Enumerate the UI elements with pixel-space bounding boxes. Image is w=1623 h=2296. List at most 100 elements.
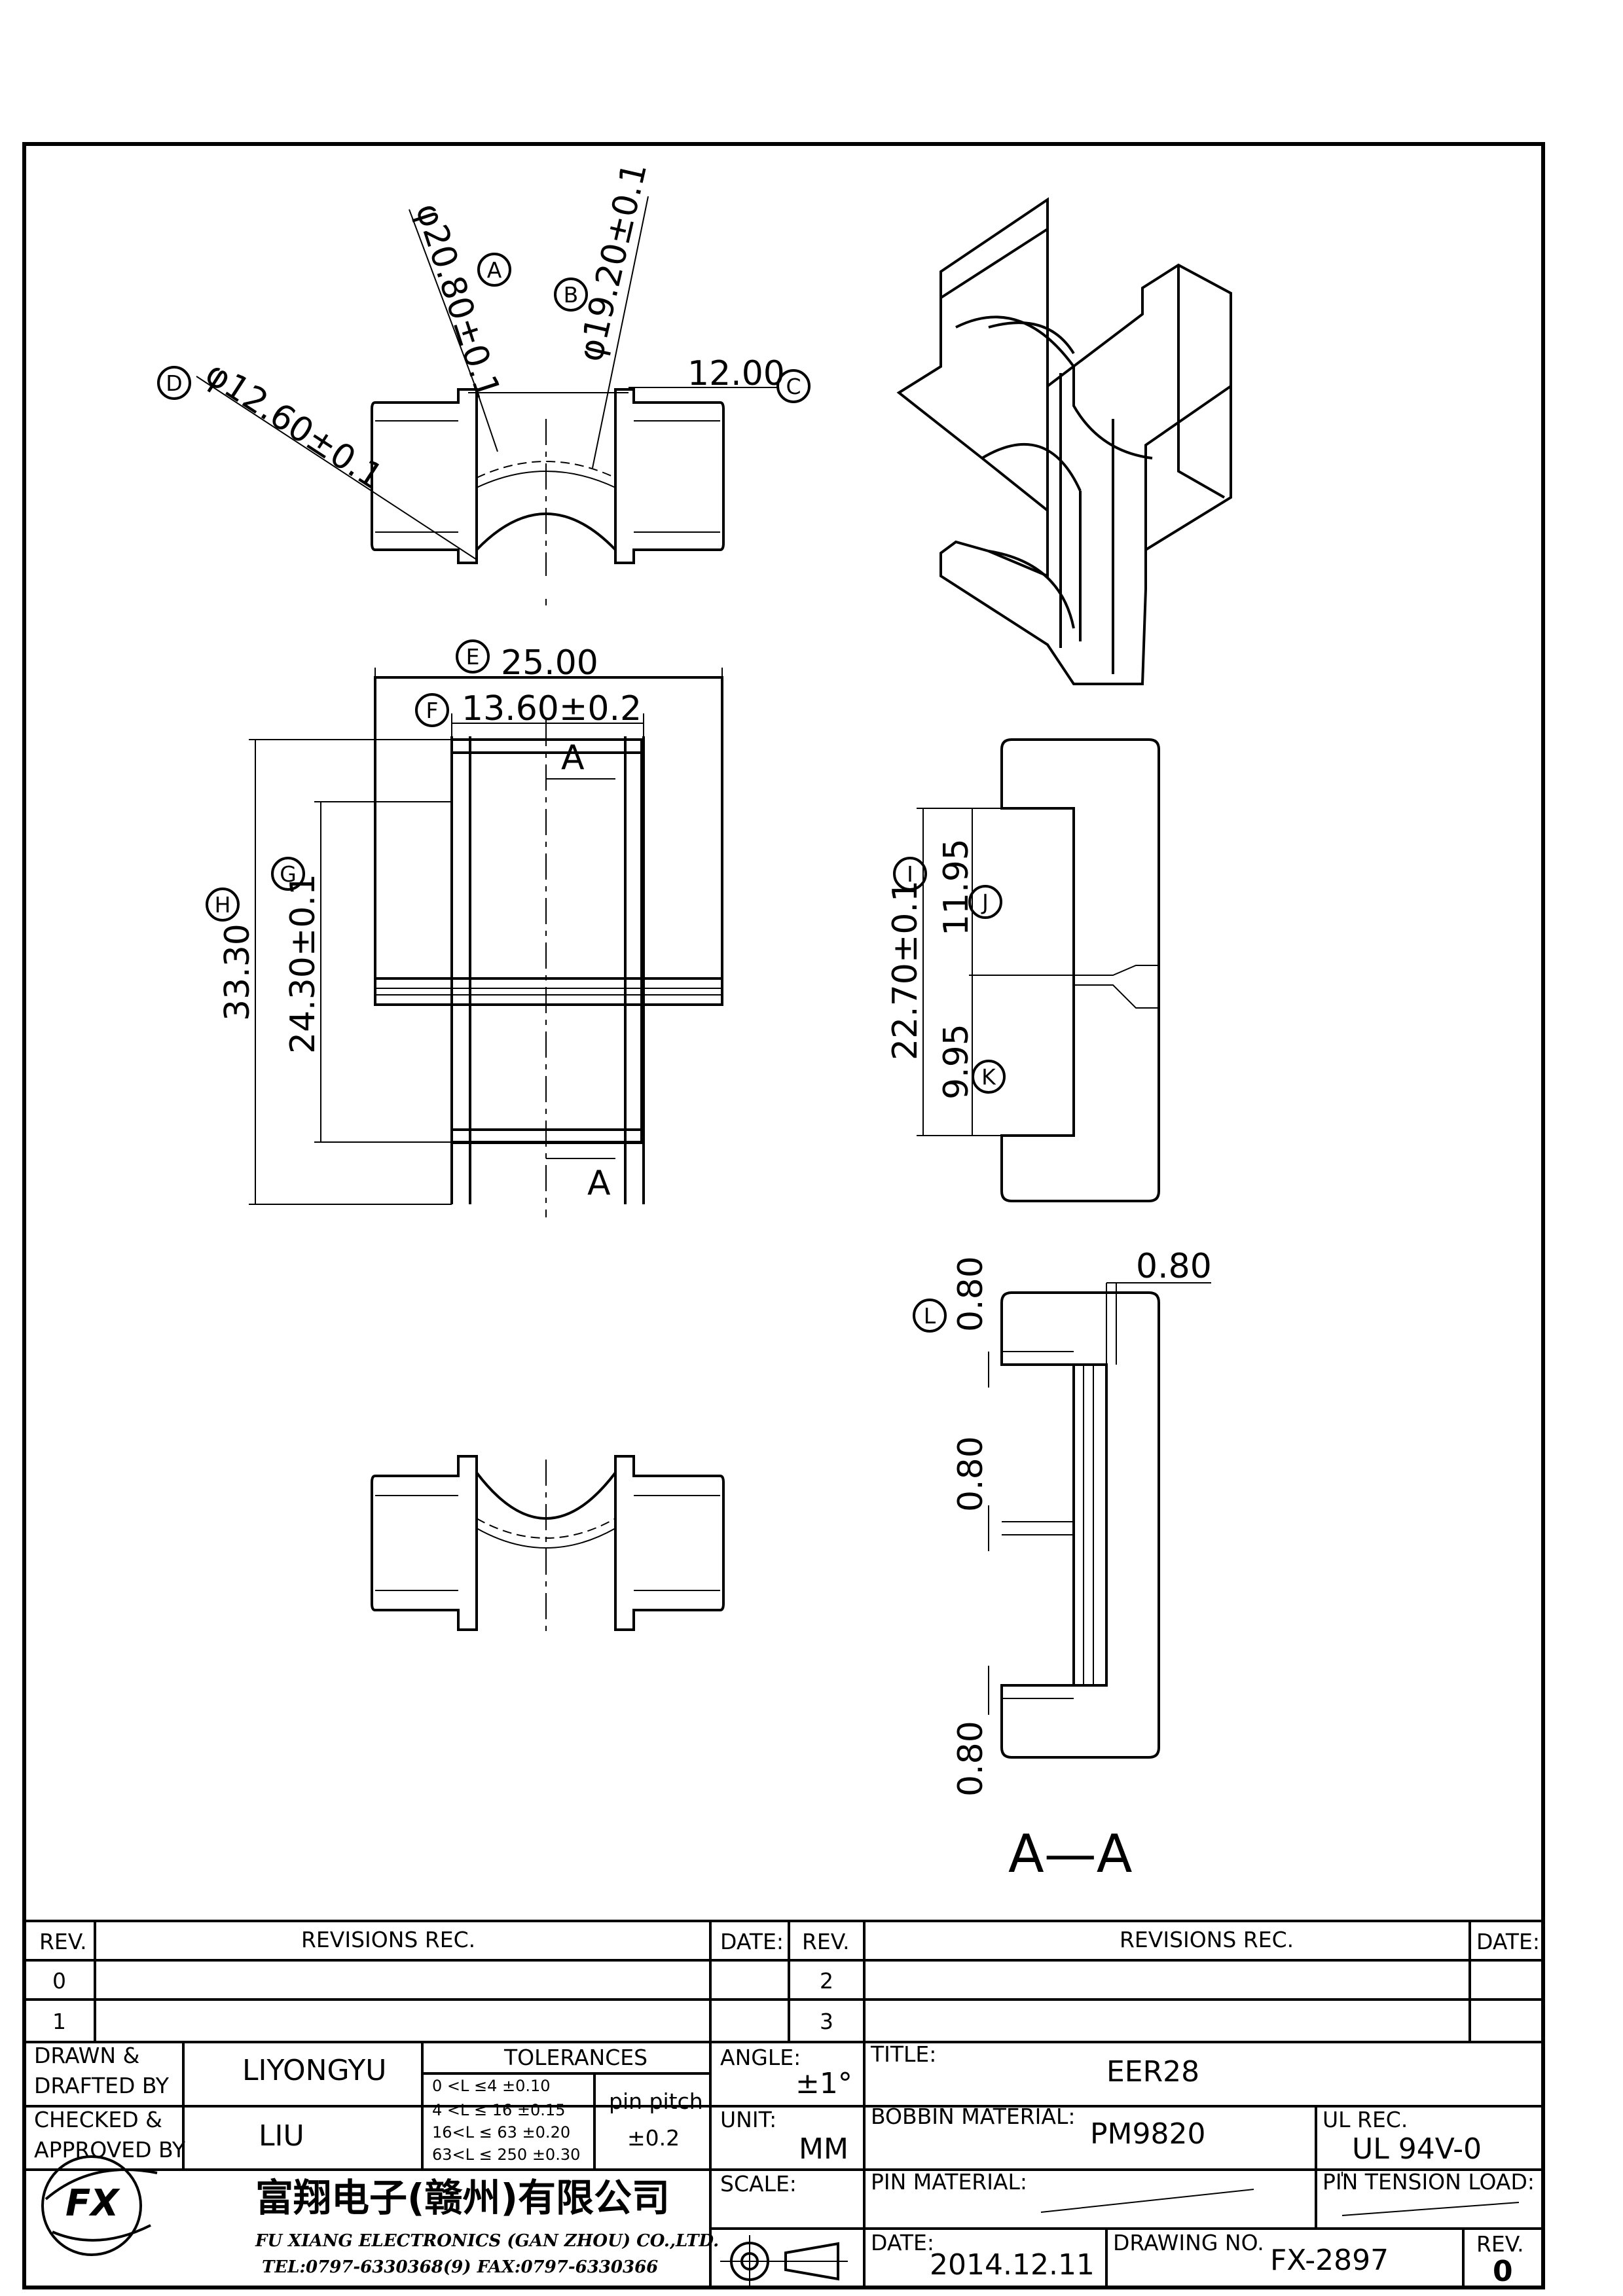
dim-C: 12.00: [687, 354, 785, 393]
unit-value: MM: [799, 2132, 848, 2166]
dim-A: φ20.80±0.1: [408, 198, 508, 403]
company-name-en: FU XIANG ELECTRONICS (GAN ZHOU) CO.,LTD.: [255, 2231, 719, 2251]
company-contact: TEL:0797-6330368(9) FAX:0797-6330366: [262, 2257, 658, 2277]
pin-pitch-value: ±0.2: [627, 2125, 680, 2151]
angle-value: ±1°: [795, 2067, 852, 2100]
callout-G: G: [271, 857, 305, 891]
section-view: [988, 1282, 1211, 1759]
dim-E: 25.00: [501, 643, 598, 683]
revisions-rec-right: REVISIONS REC.: [1120, 1927, 1294, 1952]
callout-I: I: [893, 857, 927, 891]
bobbin-material-value: PM9820: [1090, 2117, 1205, 2151]
svg-text:H: H: [215, 892, 231, 918]
checked-by: LIU: [259, 2119, 304, 2153]
dim-K: 9.95: [937, 1024, 976, 1100]
title-value: EER28: [1106, 2055, 1199, 2089]
bobbin-material-label: BOBBIN MATERIAL:: [871, 2104, 1075, 2129]
svg-text:D: D: [166, 370, 182, 396]
approved-label: APPROVED BY: [34, 2137, 186, 2162]
rev-header-left: REV.: [39, 1929, 87, 1954]
tolerance-row-0: 0 <L ≤4 ±0.10: [432, 2077, 551, 2095]
date-value: 2014.12.11: [930, 2248, 1095, 2282]
svg-text:K: K: [981, 1064, 996, 1090]
drawing-no-label: DRAWING NO.: [1113, 2230, 1264, 2255]
dim-B: φ19.20±0.1: [571, 159, 655, 365]
date-header-right: DATE:: [1476, 1929, 1540, 1954]
dim-I: 22.70±0.1: [886, 880, 925, 1060]
svg-text:F: F: [426, 698, 439, 723]
drawn-label: DRAWN &: [34, 2043, 139, 2068]
rev-label: REV.: [1476, 2231, 1524, 2257]
ul-rec-label: UL REC.: [1322, 2107, 1408, 2132]
company-logo: FX: [41, 2155, 158, 2256]
svg-text:B: B: [564, 282, 579, 308]
svg-text:C: C: [786, 374, 801, 399]
section-cut-label-top: A: [561, 738, 585, 778]
unit-label: UNIT:: [720, 2107, 776, 2132]
svg-text:G: G: [280, 861, 297, 887]
projection-symbol-icon: [720, 2235, 848, 2287]
drawn-by: LIYONGYU: [242, 2054, 387, 2087]
rev-row-3: 3: [820, 2009, 833, 2034]
svg-text:A: A: [487, 257, 502, 283]
front-view: [249, 668, 723, 1217]
rev-row-1: 1: [52, 2009, 66, 2034]
pin-pitch-label: pin pitch: [609, 2089, 703, 2114]
dim-G: 24.30±0.1: [283, 874, 323, 1054]
callout-A: A: [477, 253, 511, 287]
svg-text:FX: FX: [65, 2182, 120, 2225]
tolerances-label: TOLERANCES: [503, 2045, 647, 2070]
title-block: [24, 1920, 1543, 2287]
dim-L: 0.80: [951, 1256, 991, 1332]
company-name-cn: 富翔电子(赣州)有限公司: [255, 2176, 670, 2220]
tolerance-row-1: 4 <L ≤ 16 ±0.15: [432, 2101, 565, 2119]
dim-wall: 0.80: [1136, 1247, 1212, 1286]
scale-label: SCALE:: [720, 2171, 797, 2197]
date-label: DATE:: [871, 2230, 934, 2255]
ul-rec-value: UL 94V-0: [1352, 2132, 1482, 2166]
callout-C: C: [776, 369, 811, 403]
sheet-border: [22, 142, 1545, 2289]
svg-text:I: I: [907, 861, 913, 887]
side-view: [917, 738, 1160, 1202]
callout-F: F: [415, 693, 449, 727]
svg-text:L: L: [924, 1303, 936, 1329]
callout-E: E: [456, 639, 490, 673]
dim-J: 11.95: [937, 838, 976, 936]
date-header-left: DATE:: [720, 1929, 784, 1954]
tolerance-row-3: 63<L ≤ 250 ±0.30: [432, 2145, 580, 2164]
callout-K: K: [972, 1060, 1006, 1094]
isometric-view: [896, 197, 1232, 685]
bottom-view: [371, 1455, 725, 1636]
dim-D: φ12.60±0.1: [198, 354, 390, 497]
section-cut-label-bottom: A: [587, 1164, 611, 1203]
tolerance-row-2: 16<L ≤ 63 ±0.20: [432, 2123, 570, 2142]
top-view: [196, 196, 779, 605]
rev-value: 0: [1493, 2255, 1513, 2288]
dim-H: 33.30: [218, 924, 257, 1021]
svg-text:E: E: [466, 644, 480, 670]
revisions-rec-left: REVISIONS REC.: [301, 1927, 475, 1952]
drafted-label: DRAFTED BY: [34, 2073, 170, 2098]
callout-J: J: [968, 885, 1002, 919]
checked-label: CHECKED &: [34, 2107, 162, 2132]
svg-text:J: J: [981, 889, 989, 915]
pin-tension-label: PIN TENSION LOAD:: [1322, 2169, 1535, 2195]
rev-header-right: REV.: [802, 1929, 850, 1954]
callouts: A B C D E F G H I J K L: [157, 253, 1006, 1333]
pin-material-label: PIN MATERIAL:: [871, 2169, 1027, 2195]
dim-L2: 0.80: [951, 1436, 991, 1512]
dim-L3: 0.80: [951, 1721, 991, 1797]
title-label: TITLE:: [870, 2041, 936, 2067]
dim-F: 13.60±0.2: [462, 689, 642, 728]
rev-row-0: 0: [52, 1968, 66, 1994]
angle-label: ANGLE:: [720, 2045, 801, 2070]
rev-row-2: 2: [820, 1968, 833, 1994]
callout-H: H: [206, 888, 240, 922]
callout-B: B: [554, 278, 588, 312]
drawing-no-value: FX-2897: [1270, 2244, 1389, 2277]
callout-L: L: [913, 1299, 947, 1333]
section-title: A—A: [1008, 1823, 1133, 1884]
callout-D: D: [157, 366, 191, 400]
